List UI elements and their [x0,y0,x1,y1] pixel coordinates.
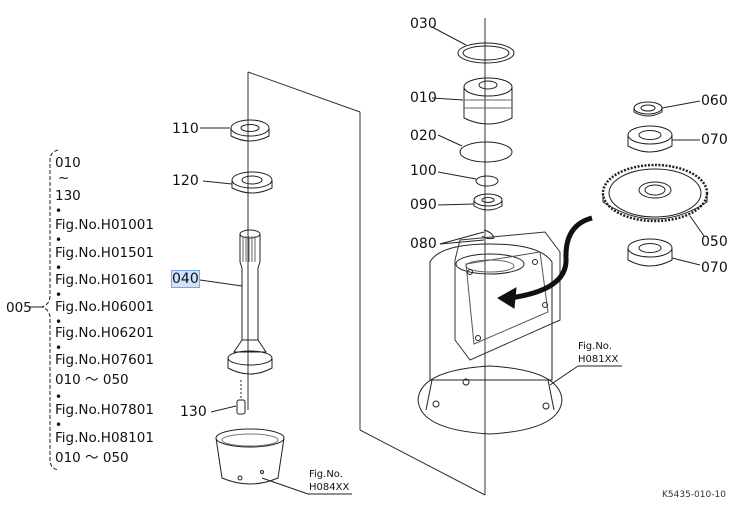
assembly-arrow [509,215,593,301]
bullet-dot: • [55,341,63,355]
part-040-shaft [199,229,273,375]
group-label-005: 005 [6,300,32,316]
part-090-bushing [437,193,503,211]
diagram-code: K5435-010-10 [662,490,726,500]
part-100-ring [437,171,499,187]
fig-ref-housing-line1[interactable]: Fig.No. [578,341,612,352]
callout-060[interactable]: 060 [701,93,728,109]
list-item: Fig.No.H01501 [55,245,154,261]
list-item: Fig.No.H06201 [55,325,154,341]
list-item: Fig.No.H08101 [55,430,154,446]
list-item: 130 [55,188,81,204]
part-020-o-ring [437,134,513,163]
part-070-bearing-bottom [627,238,701,267]
list-item: Fig.No.H07601 [55,352,154,368]
list-item: 010 [55,155,81,171]
part-120-seal [202,171,273,194]
bullet-dot: • [55,204,63,218]
fig-ref-cup-line2[interactable]: H084XX [309,482,350,493]
bullet-dot: • [55,418,63,432]
fig-ref-housing-line2[interactable]: H081XX [578,354,619,365]
part-070-bearing-top [627,125,700,153]
list-item: Fig.No.H01001 [55,217,154,233]
callout-050[interactable]: 050 [701,234,728,250]
callout-070-bottom[interactable]: 070 [701,260,728,276]
callout-110[interactable]: 110 [172,121,199,137]
callout-080[interactable]: 080 [410,236,437,252]
callout-090[interactable]: 090 [410,197,437,213]
callout-120[interactable]: 120 [172,173,199,189]
part-080-keys [439,229,495,245]
fig-ref-cup-line1[interactable]: Fig.No. [309,469,343,480]
list-item: ~ [58,170,70,186]
callout-020[interactable]: 020 [410,128,437,144]
part-110-bearing [200,119,270,142]
part-050-gear [601,163,709,237]
callout-130[interactable]: 130 [180,404,207,420]
part-060-washer [633,100,701,117]
callout-070-top[interactable]: 070 [701,132,728,148]
list-item: 010 ～ 050 [55,372,129,388]
assembly-plane-lines [247,18,486,496]
part-030-snap-ring [431,26,515,64]
bracket-brace [30,149,59,471]
list-item: 010 ～ 050 [55,450,129,466]
list-item: Fig.No.H06001 [55,299,154,315]
arrow-head [497,287,517,309]
callout-100[interactable]: 100 [410,163,437,179]
cup-housing [215,428,352,495]
bullet-dot: • [55,390,63,404]
callout-010[interactable]: 010 [410,90,437,106]
bullet-dot: • [55,261,63,275]
callout-040-selected[interactable]: 040 [171,270,200,288]
bullet-dot: • [55,288,63,302]
bullet-dot: • [55,315,63,329]
bullet-dot: • [55,233,63,247]
list-item: Fig.No.H07801 [55,402,154,418]
part-010-clutch [431,77,513,125]
list-item: Fig.No.H01601 [55,272,154,288]
callout-030[interactable]: 030 [410,16,437,32]
part-130-pin [210,380,246,415]
main-housing [417,231,622,435]
